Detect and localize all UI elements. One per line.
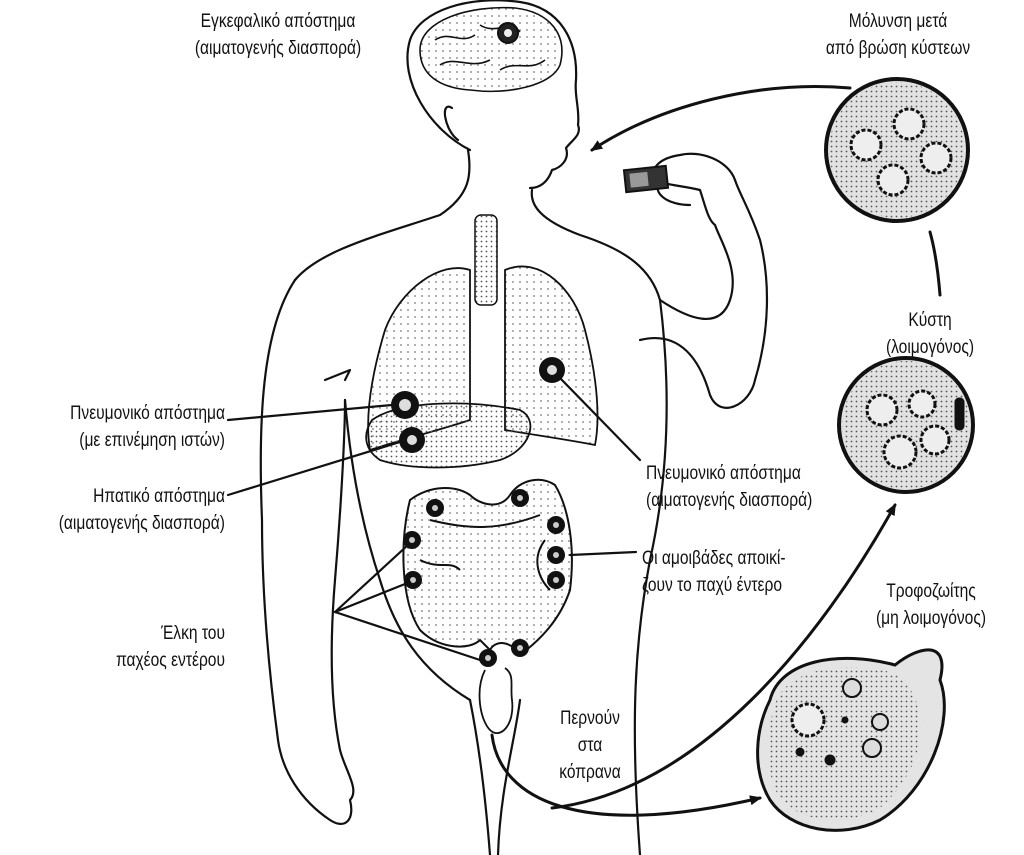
- trachea: [474, 214, 498, 306]
- neck-left: [293, 148, 471, 282]
- label-infective-cyst: Κύστη (λοιμογόνος): [885, 310, 975, 358]
- rectum: [478, 667, 514, 734]
- left-arm: [259, 278, 355, 825]
- arrow-cyst-to-mouth: [590, 85, 852, 152]
- ear: [443, 105, 460, 142]
- right-arm: [638, 178, 769, 409]
- left-leg: [468, 698, 492, 855]
- label-brain-abscess: Εγκεφαλικό απόστημα (αιματογενής διασπορ…: [194, 11, 362, 59]
- crotch: [496, 698, 522, 855]
- torso-right: [633, 298, 668, 855]
- leader-lines: [226, 376, 642, 662]
- label-trophozoite: Τροφοζωίτης (μη λοιμογόνος): [875, 581, 987, 629]
- head-outline: [406, 0, 580, 190]
- label-infection-by-cysts: Μόλυνση μετά από βρώση κύστεων: [825, 11, 971, 59]
- label-pass-in-feces: Περνούν στα κόπρανα: [559, 708, 621, 783]
- lesion-markers: [391, 357, 565, 667]
- arrow-feces-to-trophozoite: [490, 733, 762, 817]
- liver: [365, 402, 532, 469]
- left-arm-inner: [323, 368, 352, 382]
- cycle-arrows: [490, 85, 942, 817]
- label-lung-abscess-blood: Πνευμονικό απόστημα (αιματογενής διασπορ…: [646, 463, 813, 511]
- large-intestine: [402, 478, 573, 657]
- torso-left: [343, 398, 472, 702]
- infective-cyst: [837, 356, 975, 494]
- mature-cyst-top: [824, 77, 970, 223]
- label-lung-abscess-tissue: Πνευμονικό απόστημα (με επινέμηση ιστών): [70, 403, 225, 451]
- connector-cysts: [928, 230, 942, 297]
- left-lung: [504, 265, 599, 447]
- label-liver-abscess: Ηπατικό απόστημα (αιματογενής διασπορά): [58, 486, 225, 534]
- right-forearm: [658, 223, 734, 320]
- neck-right: [530, 188, 662, 302]
- trophozoite-cell: [756, 648, 946, 832]
- arrow-trophozoite-to-cyst: [550, 503, 897, 810]
- label-colon-ulcers: Έλκη του παχέος εντέρου: [115, 623, 225, 671]
- hand: [652, 152, 737, 227]
- brain: [419, 6, 563, 93]
- label-amoebae-colonize: Οι αμοιβάδες αποικί- ζουν το παχύ έντερο: [642, 548, 786, 596]
